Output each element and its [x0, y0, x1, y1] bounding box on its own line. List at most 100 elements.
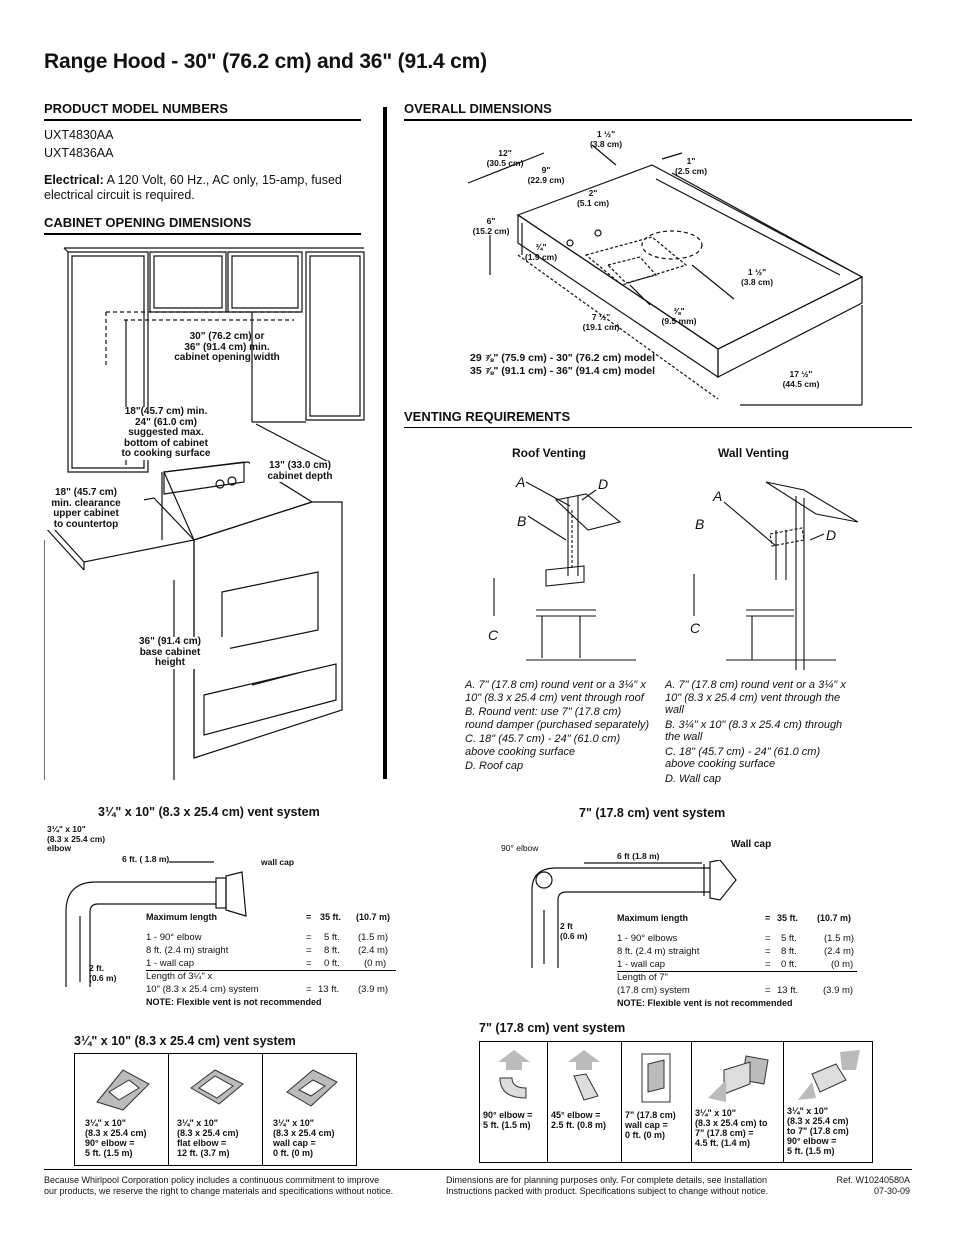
label-line: 6" — [486, 216, 496, 226]
round-rise-label: 2 ft (0.6 m) — [560, 921, 588, 941]
calc-ft: 8 ft. — [781, 946, 797, 957]
label-line: (1.9 cm) — [524, 251, 558, 262]
total-ft: 13 ft. — [777, 985, 799, 996]
caption-line: to 7" (17.8 cm) — [787, 1126, 849, 1136]
equals-sign: = — [765, 946, 771, 957]
rect-to-round-elbow-icon — [798, 1050, 860, 1100]
fitting-caption: 3¼" x 10" (8.3 x 25.4 cm) 90° elbow = 5 … — [85, 1118, 147, 1158]
rect-elbow-label: 3¼" x 10" (8.3 x 25.4 cm) elbow — [47, 824, 105, 854]
round-wall-cap-icon — [641, 1053, 671, 1103]
total-label: Length of 3¼" x — [146, 971, 213, 982]
cabinet-bottom-label: 18"(45.7 cm) min. 24" (61.0 cm) suggeste… — [96, 406, 236, 460]
fitting-caption: 45° elbow = 2.5 ft. (0.8 m) — [551, 1110, 606, 1130]
max-length-label: Maximum length — [617, 913, 689, 923]
fitting-cell: 3¼" x 10" (8.3 x 25.4 cm) flat elbow = 1… — [169, 1054, 263, 1165]
round-elbow-label: 90° elbow — [501, 843, 539, 853]
dim-2: 2" (5.1 cm) — [568, 188, 618, 208]
calc-row: Length of 7" — [617, 972, 867, 985]
fitting-caption: 3¼" x 10" (8.3 x 25.4 cm) to 7" (17.8 cm… — [787, 1106, 849, 1156]
model-number: UXT4836AA — [44, 146, 114, 160]
calc-m: (0 m) — [364, 958, 387, 969]
max-length-m: (10.7 m) — [356, 912, 391, 922]
note-item: C. 18" (45.7 cm) - 24" (61.0 cm) above c… — [465, 733, 621, 758]
footer-line: Because Whirlpool Corporation policy inc… — [44, 1175, 380, 1185]
label-line: (0.6 m) — [560, 930, 588, 941]
caption-line: (8.3 x 25.4 cm) — [787, 1116, 849, 1126]
label-line: (15.2 cm) — [472, 225, 510, 236]
flexible-vent-note: NOTE: Flexible vent is not recommended — [146, 997, 322, 1007]
wall-letter-b: B — [695, 516, 705, 532]
electrical-text: A 120 Volt, 60 Hz., AC only, 15-amp, fus… — [44, 173, 342, 202]
footer-line: Ref. W10240580A — [836, 1175, 910, 1185]
calc-item: 1 - wall cap — [146, 958, 195, 969]
calc-item: 1 - 90° elbow — [146, 932, 202, 943]
footer-rule — [44, 1169, 912, 1170]
label-line: (44.5 cm) — [782, 378, 820, 389]
calc-m: (2.4 m) — [824, 946, 855, 957]
equals-sign: = — [765, 985, 771, 996]
wall-letter-c: C — [690, 620, 701, 636]
fitting-caption: 3¼" x 10" (8.3 x 25.4 cm) wall cap = 0 f… — [273, 1118, 335, 1158]
calc-total-row: 10" (8.3 x 25.4 cm) system = 13 ft. (3.9… — [146, 984, 396, 997]
caption-line: 7" (17.8 cm) = — [695, 1128, 754, 1138]
max-length-row: Maximum length = 35 ft. (10.7 m) — [617, 913, 867, 933]
label-line: 2 ft. — [89, 963, 105, 973]
caption-line: 5 ft. (1.5 m) — [787, 1146, 835, 1156]
dim-12: 12" (30.5 cm) — [480, 148, 530, 168]
fitting-caption: 3¼" x 10" (8.3 x 25.4 cm) flat elbow = 1… — [177, 1118, 239, 1158]
dim-6: 6" (15.2 cm) — [466, 216, 516, 236]
caption-line: flat elbow = — [177, 1138, 227, 1148]
rect-to-round-transition-icon — [708, 1055, 769, 1102]
calc-item: 1 - wall cap — [617, 959, 666, 970]
wall-venting-notes: A. 7" (17.8 cm) round vent or a 3¼" x 10… — [665, 679, 850, 787]
label-line: 7 ½" — [591, 312, 611, 322]
label-line: 17 ½" — [789, 369, 813, 379]
caption-line: 7" (17.8 cm) — [625, 1110, 676, 1120]
dim-7-5: 7 ½" (19.1 cm) — [574, 312, 628, 332]
note-item: A. 7" (17.8 cm) round vent or a 3¼" x 10… — [465, 679, 646, 704]
wall-venting-title: Wall Venting — [718, 446, 789, 460]
total-m: (3.9 m) — [358, 984, 389, 995]
note-item: C. 18" (45.7 cm) - 24" (61.0 cm) above c… — [665, 745, 821, 771]
label-line: (3.8 cm) — [740, 276, 774, 287]
label-line: ⅜" — [673, 306, 685, 316]
equals-sign: = — [765, 959, 771, 970]
calc-m: (0 m) — [831, 959, 854, 970]
rect-system-diagram — [65, 861, 247, 987]
label-line: elbow — [47, 843, 72, 853]
dim-9: 9" (22.9 cm) — [518, 165, 574, 185]
total-label: Length of 7" — [617, 972, 668, 983]
fitting-caption: 3¼" x 10" (8.3 x 25.4 cm) to 7" (17.8 cm… — [695, 1108, 768, 1148]
label-line: to cooking surface — [121, 448, 211, 459]
caption-line: 0 ft. (0 m) — [625, 1130, 666, 1140]
label-line: bottom of cabinet — [124, 437, 208, 449]
equals-sign: = — [306, 958, 312, 969]
label-line: 36" (91.4 cm) — [139, 636, 201, 647]
label-line: (22.9 cm) — [527, 174, 565, 185]
caption-line: (8.3 x 25.4 cm) to — [695, 1118, 768, 1128]
roof-venting-diagram — [493, 481, 636, 661]
fitting-cell: 3¼" x 10" (8.3 x 25.4 cm) 90° elbow = 5 … — [75, 1054, 169, 1165]
calc-row: 1 - 90° elbows = 5 ft. (1.5 m) — [617, 933, 867, 946]
footer-disclaimer: Because Whirlpool Corporation policy inc… — [44, 1175, 393, 1197]
label-line: (30.5 cm) — [486, 157, 524, 168]
fitting-cell: 7" (17.8 cm) wall cap = 0 ft. (0 m) — [622, 1042, 692, 1162]
label-line: 36" (91.4 cm) min. — [184, 341, 270, 353]
overall-width-labels: 29 ⅞" (75.9 cm) - 30" (76.2 cm) model 35… — [470, 352, 655, 378]
label-line: base cabinet — [139, 646, 201, 658]
caption-line: 2.5 ft. (0.8 m) — [551, 1120, 607, 1130]
product-models-heading: PRODUCT MODEL NUMBERS — [44, 101, 361, 121]
base-height-label: 36" (91.4 cm) base cabinet height — [110, 636, 230, 669]
round-system-diagram — [531, 860, 737, 968]
note-item: B. Round vent: use 7" (17.8 cm) round da… — [465, 706, 650, 731]
label-line: (2.5 cm) — [674, 165, 708, 176]
calc-m: (1.5 m) — [358, 932, 389, 943]
max-length-m: (10.7 m) — [817, 913, 852, 923]
label-line: to countertop — [53, 518, 119, 530]
max-length-ft: 35 ft. — [777, 913, 799, 923]
label-line: height — [155, 657, 185, 668]
roof-letter-a: A — [516, 474, 526, 490]
label-line: 24" (61.0 cm) — [135, 416, 197, 428]
max-length-label: Maximum length — [146, 912, 218, 922]
calc-total-row: (17.8 cm) system = 13 ft. (3.9 m) — [617, 985, 867, 998]
